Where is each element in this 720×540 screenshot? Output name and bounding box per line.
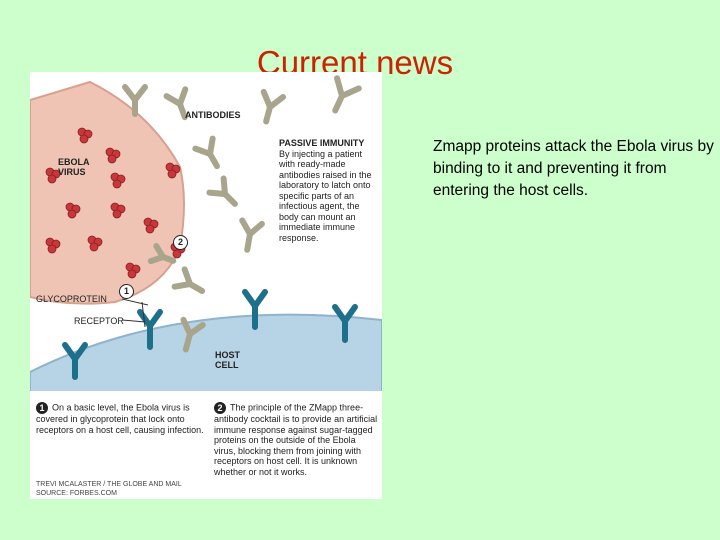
marker-1: 1: [119, 284, 134, 299]
passive-immunity-heading: PASSIVE IMMUNITY: [279, 138, 365, 148]
label-antibodies: ANTIBODIES: [185, 110, 241, 120]
passive-immunity-note: PASSIVE IMMUNITY By injecting a patient …: [279, 138, 379, 243]
illustration-art: [30, 75, 382, 395]
step-1-number: 1: [36, 402, 48, 414]
passive-immunity-text: By injecting a patient with ready-made a…: [279, 148, 372, 243]
host-cell-shape: [30, 313, 382, 393]
antibodies: [122, 75, 362, 353]
ebola-virus-shape: [30, 80, 185, 305]
slide-body-text: Zmapp proteins attack the Ebola virus by…: [433, 138, 714, 199]
label-host-cell: HOST CELL: [215, 350, 241, 370]
credit-line-2: SOURCE: FORBES.COM: [36, 490, 117, 497]
marker-2: 2: [173, 235, 188, 250]
ebola-zmapp-illustration: ANTIBODIES EBOLA VIRUS GLYCOPROTEIN RECE…: [30, 72, 382, 499]
label-glycoprotein: GLYCOPROTEIN: [36, 294, 107, 304]
step-1-text: On a basic level, the Ebola virus is cov…: [36, 402, 204, 435]
image-credit: TREVI McALASTER / THE GLOBE AND MAIL SOU…: [36, 480, 182, 498]
step-2-number: 2: [214, 402, 226, 414]
label-receptor: RECEPTOR: [74, 316, 124, 326]
step-2-text: The principle of the ZMapp three-antibod…: [214, 402, 378, 477]
label-ebola-virus: EBOLA VIRUS: [58, 157, 90, 177]
glycoprotein-clusters: [45, 127, 186, 279]
credit-line-1: TREVI McALASTER / THE GLOBE AND MAIL: [36, 481, 182, 488]
pointer-lines: [121, 298, 149, 328]
receptors: [62, 289, 358, 380]
